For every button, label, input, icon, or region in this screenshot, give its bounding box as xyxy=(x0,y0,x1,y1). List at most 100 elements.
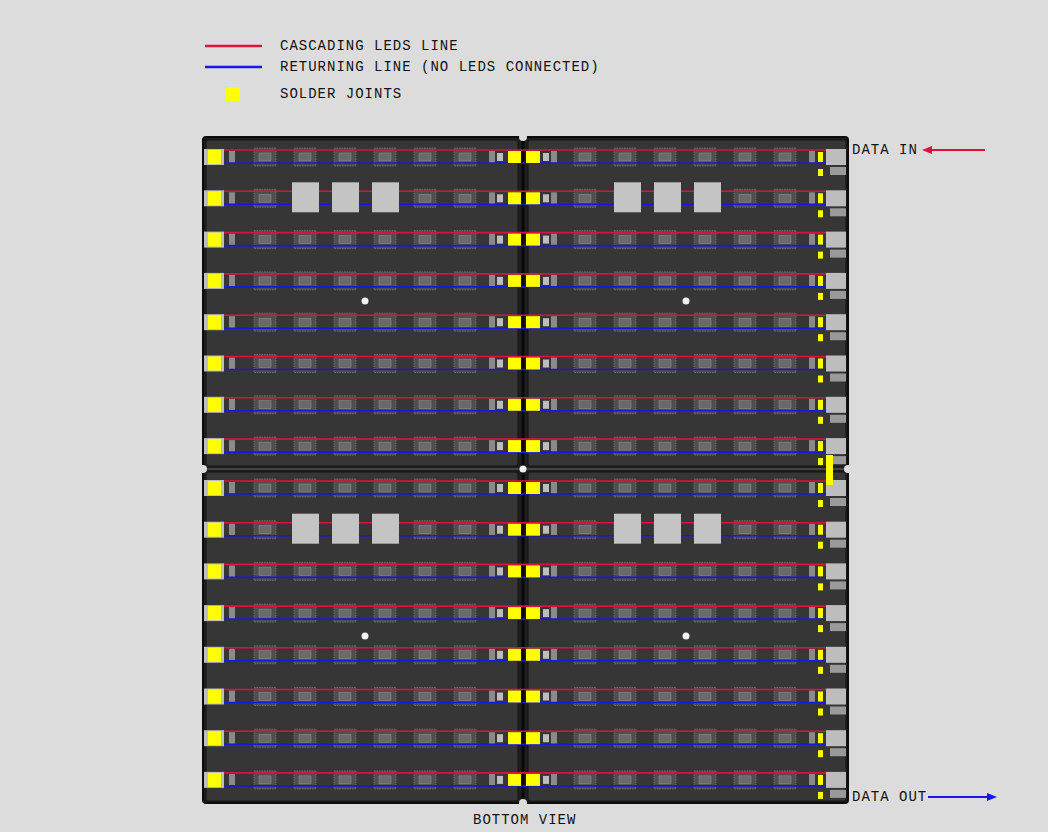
led-pad xyxy=(299,360,311,368)
led-pad xyxy=(659,153,671,161)
small-pad xyxy=(229,524,235,536)
solder-joint xyxy=(818,417,823,424)
led-pad xyxy=(459,236,471,244)
solder-joint xyxy=(508,399,521,411)
led-pad xyxy=(699,318,711,326)
edge-pad xyxy=(826,438,846,454)
small-pad xyxy=(551,774,557,786)
led-pad xyxy=(779,609,791,617)
led-pad xyxy=(299,442,311,450)
small-pad xyxy=(809,774,815,786)
cascading-line xyxy=(222,480,826,482)
led-pad xyxy=(259,442,271,450)
small-pad xyxy=(489,565,495,577)
small-pad xyxy=(551,440,557,452)
edge-notch xyxy=(199,465,207,473)
led-pad xyxy=(699,693,711,701)
led-pad xyxy=(379,236,391,244)
mounting-hole xyxy=(520,466,527,473)
led-pad xyxy=(619,609,631,617)
led-pad xyxy=(459,401,471,409)
led-pad xyxy=(779,693,791,701)
edge-pad xyxy=(830,291,846,299)
led-pad xyxy=(659,236,671,244)
led-pad xyxy=(259,734,271,742)
led-pad xyxy=(579,734,591,742)
led-pad xyxy=(459,277,471,285)
small-pad xyxy=(809,607,815,619)
edge-pad xyxy=(204,647,224,663)
solder-joint xyxy=(818,235,823,245)
led-pad xyxy=(619,236,631,244)
led-pad xyxy=(259,693,271,701)
small-pad xyxy=(229,358,235,370)
led-pad xyxy=(259,277,271,285)
led-pad xyxy=(579,401,591,409)
edge-pad xyxy=(826,772,846,788)
led-pad xyxy=(739,526,751,534)
edge-pad xyxy=(826,314,846,330)
connector-pad xyxy=(332,182,359,212)
led-pad xyxy=(739,651,751,659)
solder-joint xyxy=(818,252,823,259)
solder-joint xyxy=(526,234,540,246)
solder-joint xyxy=(818,276,823,286)
edge-pad xyxy=(543,484,549,492)
led-pad xyxy=(659,651,671,659)
edge-pad xyxy=(204,149,224,165)
led-pad xyxy=(619,360,631,368)
led-pad xyxy=(259,651,271,659)
edge-pad xyxy=(497,693,503,701)
edge-pad xyxy=(830,540,846,548)
led-pad xyxy=(259,236,271,244)
cascading-line xyxy=(222,647,826,649)
connector-pad xyxy=(372,514,399,544)
panel xyxy=(206,140,518,466)
cascading-line xyxy=(222,605,826,607)
solder-joint xyxy=(526,440,540,452)
solder-joint xyxy=(208,731,221,745)
led-pad xyxy=(699,567,711,575)
led-pad xyxy=(739,734,751,742)
led-pad xyxy=(379,693,391,701)
small-pad xyxy=(809,524,815,536)
edge-pad xyxy=(826,605,846,621)
edge-pad xyxy=(830,623,846,631)
led-pad xyxy=(619,734,631,742)
connector-pad xyxy=(614,182,641,212)
edge-pad xyxy=(204,273,224,289)
led-pad xyxy=(339,277,351,285)
returning-line xyxy=(222,369,826,371)
led-pad xyxy=(419,776,431,784)
returning-line xyxy=(222,743,826,745)
solder-joint xyxy=(818,733,823,743)
data-in-arrow-head xyxy=(922,146,932,154)
mounting-hole xyxy=(683,633,690,640)
small-pad xyxy=(489,691,495,703)
led-pad xyxy=(459,776,471,784)
edge-pad xyxy=(497,776,503,784)
solder-joint xyxy=(818,667,823,674)
solder-joint xyxy=(526,649,540,661)
solder-joint xyxy=(526,691,540,703)
led-pad xyxy=(779,236,791,244)
solder-joint xyxy=(818,500,823,507)
solder-joint xyxy=(508,607,521,619)
led-pad xyxy=(419,401,431,409)
solder-joint xyxy=(208,648,221,662)
small-pad xyxy=(229,234,235,246)
legend-text: RETURNING LINE (NO LEDS CONNECTED) xyxy=(280,59,600,75)
led-pad xyxy=(259,526,271,534)
edge-pad xyxy=(543,277,549,285)
solder-joint xyxy=(208,773,221,787)
led-pad xyxy=(579,277,591,285)
solder-joint xyxy=(818,608,823,618)
edge-pad xyxy=(543,693,549,701)
small-pad xyxy=(809,234,815,246)
solder-joint xyxy=(818,625,823,632)
small-pad xyxy=(809,649,815,661)
small-pad xyxy=(551,691,557,703)
solder-joint xyxy=(508,565,521,577)
edge-pad xyxy=(826,273,846,289)
edge-pad xyxy=(543,526,549,534)
